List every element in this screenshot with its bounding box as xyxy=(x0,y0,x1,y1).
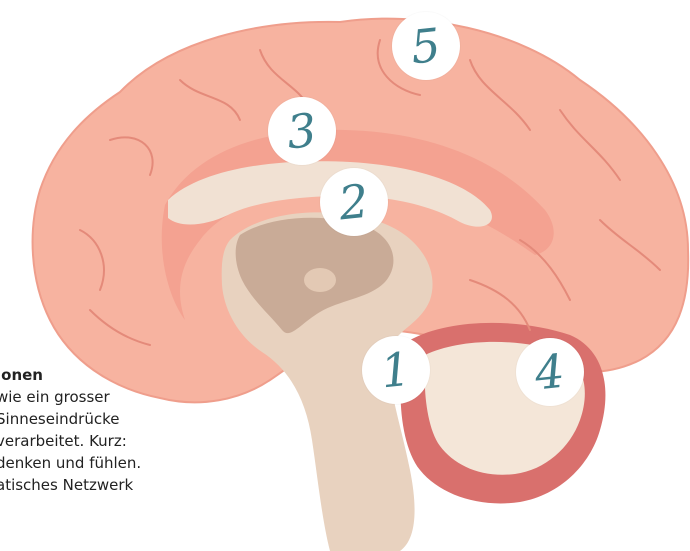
marker-3-label: 3 xyxy=(285,107,319,156)
description-line: verarbeitet. Kurz: xyxy=(0,430,216,452)
description-line: atisches Netzwerk xyxy=(0,474,216,496)
midbrain-nucleus xyxy=(304,268,336,292)
description-line: wie ein grosser xyxy=(0,386,216,408)
description-line: denken und fühlen. xyxy=(0,452,216,474)
marker-4-label: 4 xyxy=(533,348,567,397)
marker-5-label: 5 xyxy=(409,22,443,71)
marker-3[interactable]: 3 xyxy=(268,97,336,165)
marker-2-label: 2 xyxy=(337,178,371,227)
marker-4[interactable]: 4 xyxy=(516,338,584,406)
description-heading: ionen xyxy=(0,364,216,386)
marker-5[interactable]: 5 xyxy=(392,12,460,80)
description-text: ionen wie ein grosser Sinneseindrücke ve… xyxy=(0,364,216,496)
marker-1[interactable]: 1 xyxy=(362,336,430,404)
description-line: Sinneseindrücke xyxy=(0,408,216,430)
marker-2[interactable]: 2 xyxy=(320,168,388,236)
marker-1-label: 1 xyxy=(379,346,413,395)
